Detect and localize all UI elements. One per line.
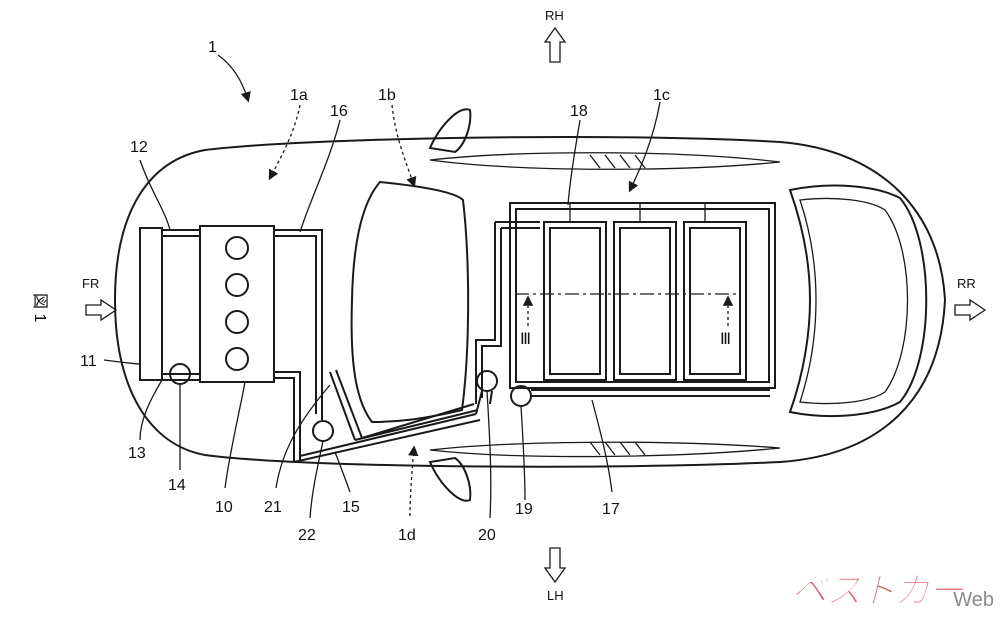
rear-arrow-icon — [954, 298, 987, 322]
callout-1a: 1a — [290, 87, 308, 104]
windshield-panel — [350, 180, 470, 424]
callout-22: 22 — [298, 527, 316, 544]
radiator — [139, 227, 163, 381]
section-mark-right: Ⅲ — [720, 331, 731, 348]
left-arrow-icon — [543, 547, 567, 584]
callout-20: 20 — [478, 527, 496, 544]
battery-cell-dividers — [569, 203, 706, 222]
watermark-logo: ベストカー Web — [791, 560, 996, 618]
left-label: LH — [547, 588, 564, 603]
right-side-mirror — [428, 108, 472, 154]
vehicle-body-outline — [113, 135, 947, 468]
valve-connectors — [475, 222, 502, 415]
right-label: RH — [545, 8, 564, 23]
callout-1: 1 — [208, 39, 217, 56]
left-side-sill — [429, 441, 781, 458]
figure-label: 図 1 — [31, 293, 48, 322]
callout-18: 18 — [570, 103, 588, 120]
upper-pipe — [274, 229, 323, 420]
battery-frame-outer — [509, 202, 776, 389]
battery-frame-pipe — [495, 221, 540, 229]
section-mark-left: Ⅲ — [520, 331, 531, 348]
rear-label: RR — [957, 276, 976, 291]
engine-return-line — [274, 371, 301, 462]
callout-11: 11 — [80, 353, 97, 370]
junction-valve — [476, 370, 498, 392]
callout-17: 17 — [602, 501, 620, 518]
callout-16: 16 — [330, 103, 348, 120]
rear-window — [788, 184, 928, 418]
right-arrow-icon — [543, 26, 567, 63]
floor-pipe — [293, 403, 481, 463]
front-arrow-icon — [85, 298, 118, 322]
callout-21: 21 — [264, 499, 282, 516]
callout-10: 10 — [215, 499, 233, 516]
rear-window-inner — [799, 197, 909, 405]
battery-cells — [543, 221, 747, 381]
right-side-sill — [429, 152, 781, 170]
callout-15: 15 — [342, 499, 360, 516]
battery-frame-inner — [515, 208, 770, 383]
callout-13: 13 — [128, 445, 146, 462]
callout-19: 19 — [515, 501, 533, 518]
callout-1c: 1c — [653, 87, 670, 104]
sill-hatching — [589, 154, 646, 456]
battery-pump-line — [531, 389, 770, 397]
engine-cylinders — [225, 236, 249, 371]
watermark-suffix: Web — [953, 589, 994, 611]
callout-leaders — [103, 54, 661, 519]
front-label: FR — [82, 276, 99, 291]
callout-1d: 1d — [398, 527, 416, 544]
callout-14: 14 — [168, 477, 186, 494]
watermark-brand: ベストカー — [791, 571, 965, 613]
radiator-lines — [162, 229, 200, 381]
callout-12: 12 — [130, 139, 148, 156]
callout-1b: 1b — [378, 87, 396, 104]
heater-pump — [312, 420, 334, 442]
left-side-mirror — [428, 456, 472, 502]
bypass-line — [329, 369, 363, 441]
engine-block — [199, 225, 275, 383]
